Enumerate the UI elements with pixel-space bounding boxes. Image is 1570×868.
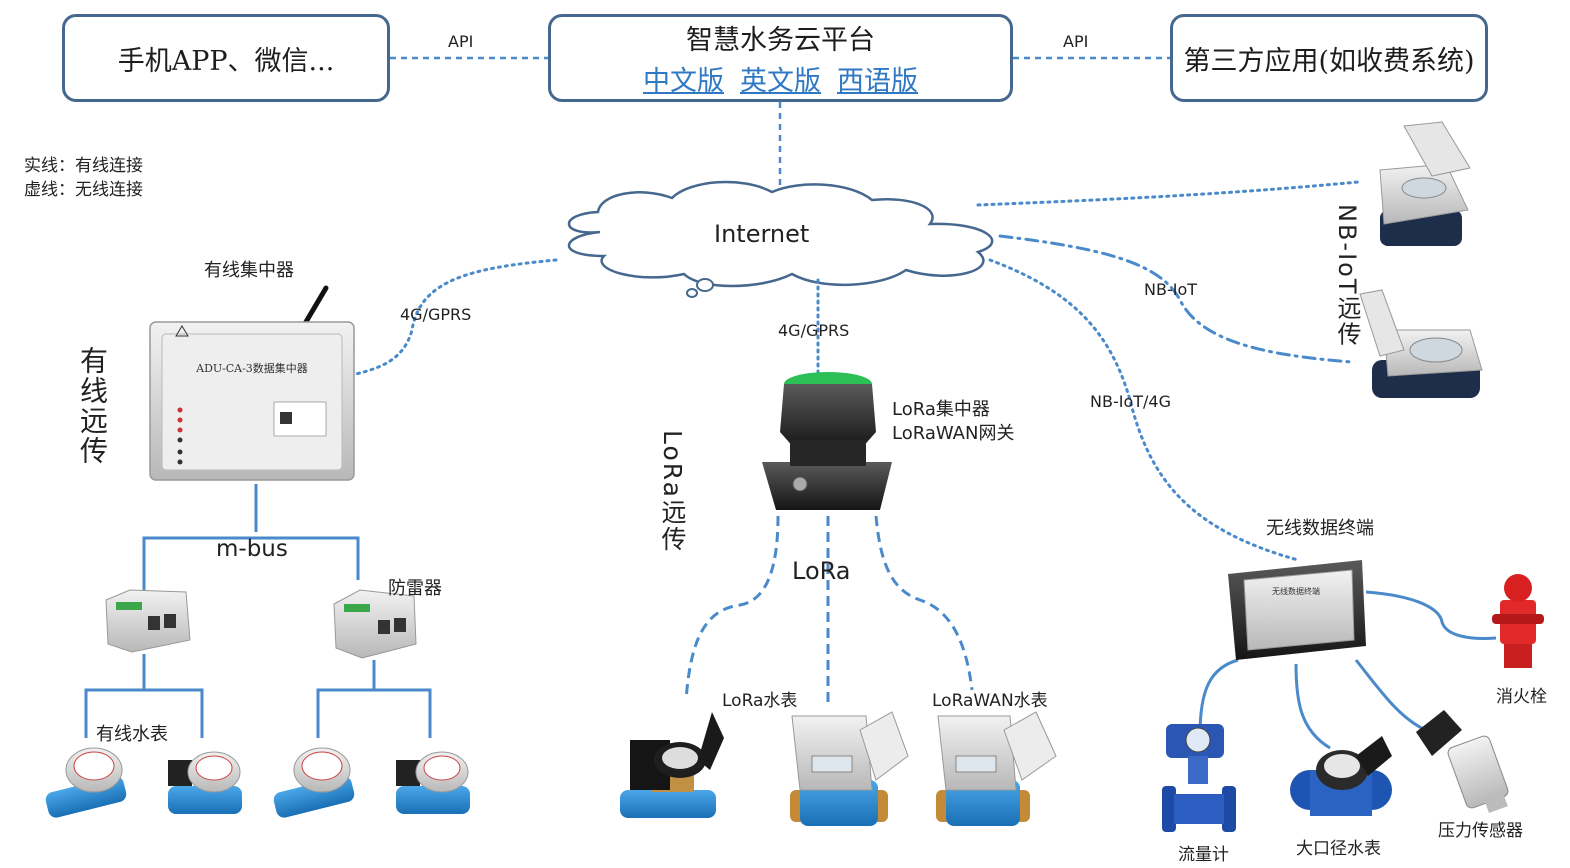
wired-meter-3: [273, 747, 355, 818]
third-party-box: 第三方应用(如收费系统): [1170, 14, 1488, 102]
large-meter-label: 大口径水表: [1296, 839, 1381, 859]
wireless-terminal-device: 无线数据终端: [1228, 560, 1366, 660]
internet-label: Internet: [714, 220, 810, 248]
line-legend: 实线：有线连接 虚线：无线连接: [24, 154, 143, 202]
nbiot-meter-bottom: [1359, 289, 1483, 398]
nbiot-remote-vertical: NB-IoT远传: [1333, 204, 1361, 348]
nbiot-meter-top: [1379, 121, 1471, 246]
wired-meter-2: [168, 751, 242, 814]
pressure-sensor: [1416, 710, 1509, 813]
link-english[interactable]: 英文版: [740, 66, 821, 97]
platform-language-links: 中文版 英文版 西语版: [643, 59, 918, 98]
pressure-sensor-label: 压力传感器: [1438, 821, 1523, 841]
lorawan-meter-label: LoRaWAN水表: [932, 691, 1048, 711]
wired-remote-vertical: 有线远传: [76, 346, 109, 466]
link-spanish[interactable]: 西语版: [837, 66, 918, 97]
wired-meters-label: 有线水表: [96, 724, 168, 745]
nbiot-link-label: NB-IoT: [1144, 280, 1197, 299]
lora-meter-label: LoRa水表: [722, 691, 798, 711]
hydrant-label: 消火栓: [1496, 687, 1547, 707]
lorawan-meter-white: [936, 711, 1057, 826]
wired-concentrator-label: 有线集中器: [204, 260, 294, 281]
flow-meter: [1162, 724, 1236, 832]
terminal-wiring: [1198, 590, 1497, 750]
lora-gateway-device: [762, 372, 892, 510]
flowmeter-label: 流量计: [1178, 845, 1229, 865]
concentrator-device-text: ADU-CA-3数据集中器: [195, 361, 308, 375]
lora-gateway-label-1: LoRa集中器: [892, 399, 990, 420]
api-connectors: [390, 56, 1170, 192]
lora-gateway-label-2: LoRaWAN网关: [892, 423, 1015, 444]
terminal-device-text: 无线数据终端: [1272, 586, 1320, 596]
legend-solid: 实线：有线连接: [24, 156, 143, 176]
fire-hydrant: [1492, 574, 1544, 668]
surge-protector-left: [105, 589, 191, 653]
left-4g-label: 4G/GPRS: [400, 305, 472, 324]
api-label-right: API: [1063, 32, 1089, 51]
wired-meter-1: [45, 747, 127, 818]
third-party-label: 第三方应用(如收费系统): [1183, 45, 1475, 77]
wired-concentrator-device: ADU-CA-3数据集中器: [149, 285, 355, 481]
lora-radio-label: LoRa: [792, 557, 851, 585]
legend-dashed: 虚线：无线连接: [24, 180, 143, 200]
mobile-app-label: 手机APP、微信...: [117, 45, 335, 77]
mobile-app-box: 手机APP、微信...: [62, 14, 390, 102]
wired-meter-4: [396, 751, 470, 814]
surge-protector-label: 防雷器: [388, 578, 442, 599]
lora-links: [684, 515, 974, 702]
center-4g-label: 4G/GPRS: [778, 321, 850, 340]
surge-protector-right: [333, 589, 417, 659]
wireless-terminal-label: 无线数据终端: [1266, 518, 1374, 539]
platform-box: 智慧水务云平台 中文版 英文版 西语版: [548, 14, 1013, 102]
large-diameter-meter: [1290, 736, 1392, 816]
mbus-label: m-bus: [216, 536, 288, 562]
link-chinese[interactable]: 中文版: [643, 66, 724, 97]
mbus-wiring: [84, 484, 432, 738]
nbiot-4g-label: NB-IoT/4G: [1090, 392, 1171, 411]
internet-cloud: [567, 180, 994, 298]
lora-remote-vertical: LoRa远传: [658, 430, 687, 553]
lora-meter-black: [620, 712, 724, 818]
wireless-links: [354, 180, 1360, 562]
platform-title: 智慧水务云平台: [686, 25, 875, 56]
lora-meter-white: [790, 711, 909, 826]
api-label-left: API: [448, 32, 474, 51]
